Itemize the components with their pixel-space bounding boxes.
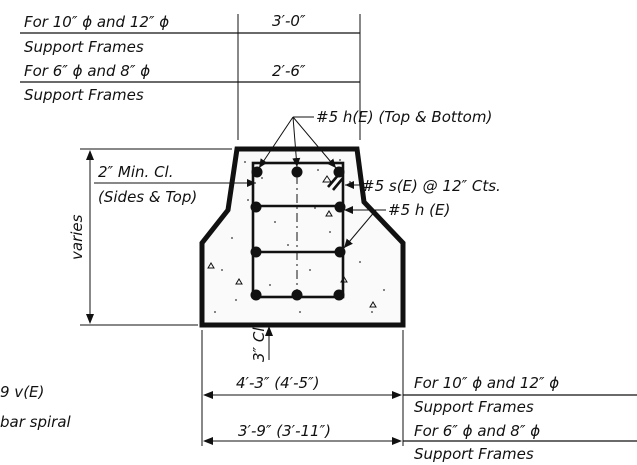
cover-note-line2: (Sides & Top) [98, 188, 197, 206]
rebar-bottom-right [333, 289, 345, 301]
bottom-clear-arrow [265, 326, 273, 336]
partial-label-v-e: 9 v(E) [0, 383, 44, 401]
dim-top-2-6-label: 2′-6″ [272, 62, 306, 80]
label-h-e-top-bottom: #5 h(E) (Top & Bottom) [316, 108, 492, 126]
leader-h-e-to-right [292, 116, 337, 169]
concrete-outline [199, 146, 406, 328]
rebar-low-left [250, 246, 262, 258]
leader-h-e-to-center [292, 116, 301, 168]
top-frame-10-12-label-line2: Support Frames [24, 38, 144, 56]
top-frame-10-12-label: For 10″ ϕ and 12″ ϕ [24, 13, 169, 31]
dim-bottom-3-9-arrow-right [392, 437, 402, 445]
rebar-low-right [334, 246, 346, 258]
dim-bottom-3-9-label: 3′-9″ (3′-11″) [238, 422, 331, 440]
rebar-top-left [251, 166, 263, 178]
dim-bottom-4-3-arrow-right [392, 391, 402, 399]
bottom-frame-6-8-label-line2: Support Frames [414, 445, 534, 463]
dim-bottom-3-9-arrow-left [203, 437, 213, 445]
top-frame-6-8-label: For 6″ ϕ and 8″ ϕ [24, 62, 150, 80]
rebar-mid-right [334, 201, 346, 213]
partial-label-spiral: bar spiral [0, 413, 72, 431]
varies-arrow-top [86, 150, 94, 160]
label-h-e: #5 h (E) [388, 201, 450, 219]
leader-h-e-to-left [258, 116, 294, 169]
bottom-clear-label: 3″ Cl. [250, 323, 268, 362]
cover-note-line1: 2″ Min. Cl. [98, 163, 173, 181]
label-s-e: #5 s(E) @ 12″ Cts. [362, 177, 501, 195]
rebar-mid-left [250, 201, 262, 213]
rebar-bottom-center [291, 289, 303, 301]
leader-h-e-diag [343, 209, 377, 249]
rebar-top-center [291, 166, 303, 178]
dim-top-3-0-label: 3′-0″ [272, 12, 306, 30]
varies-label: varies [68, 214, 86, 260]
varies-arrow-bottom [86, 314, 94, 324]
concrete-section [199, 146, 406, 328]
top-frame-6-8-label-line2: Support Frames [24, 86, 144, 104]
bottom-frame-10-12-label-line2: Support Frames [414, 398, 534, 416]
rebar-bottom-left [250, 289, 262, 301]
dim-bottom-4-3-arrow-left [203, 391, 213, 399]
bottom-frame-10-12-label: For 10″ ϕ and 12″ ϕ [414, 374, 559, 392]
rebar-top-right [333, 166, 345, 178]
dim-bottom-4-3-label: 4′-3″ (4′-5″) [236, 374, 320, 392]
bottom-frame-6-8-label: For 6″ ϕ and 8″ ϕ [414, 422, 540, 440]
